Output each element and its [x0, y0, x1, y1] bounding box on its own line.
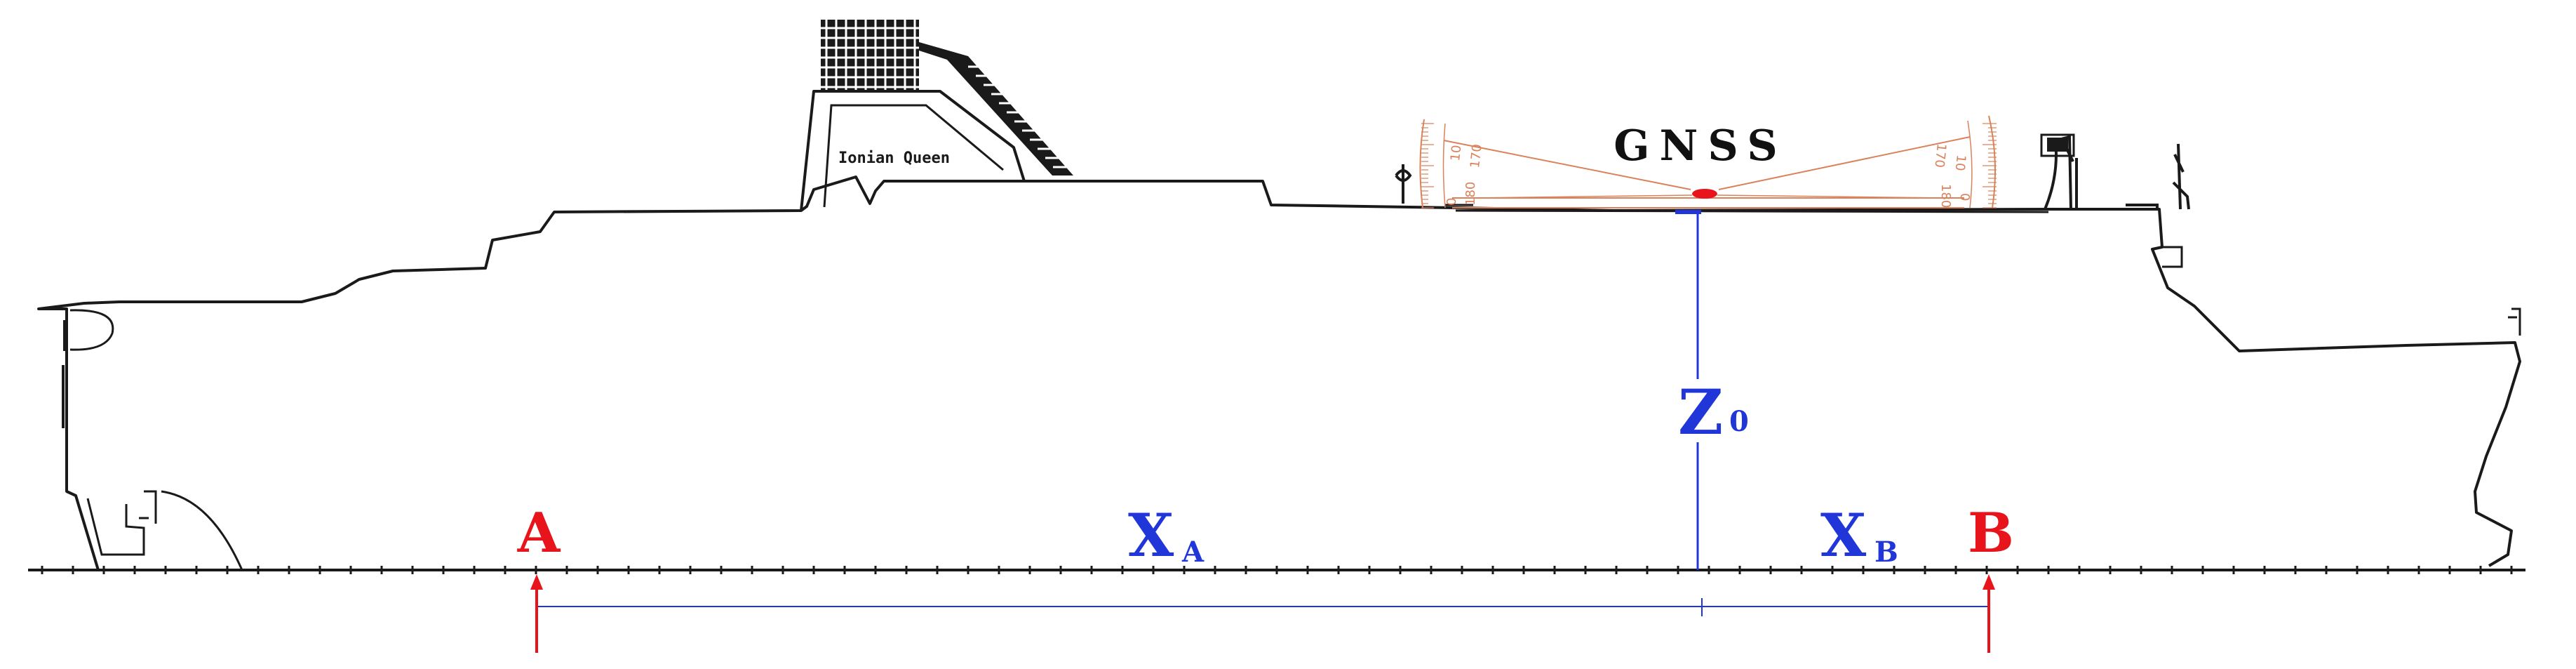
protractor-left-0: 0: [1444, 198, 1459, 206]
z0-label: Z: [1678, 376, 1723, 449]
arrow-b: [1983, 574, 1995, 653]
arrow-a: [530, 574, 543, 653]
ship-hull-outline: [37, 175, 2521, 571]
protractor-left-180: 180: [1463, 182, 1478, 206]
gnss-label: GNSS: [1614, 121, 1787, 171]
gnss-antenna: [1692, 189, 1717, 199]
aft-mast-icon: [1395, 164, 1412, 204]
gnss-protractor: [1419, 115, 1997, 208]
protractor-right-170: 170: [1931, 143, 1948, 168]
protractor-left-170: 170: [1468, 143, 1484, 168]
xb-subscript: B: [1874, 536, 1898, 569]
bow-flagstaff: [2508, 307, 2521, 336]
protractor-right-180: 180: [1938, 184, 1953, 208]
xa-subscript: A: [1181, 536, 1205, 569]
ship-name: Ionian Queen: [838, 150, 950, 167]
point-a-label: A: [517, 501, 561, 565]
stern-bulge: [69, 309, 114, 351]
z0-subscript: 0: [1729, 405, 1749, 438]
funnel-stripe-lines: [968, 65, 1081, 168]
point-b-label: B: [1968, 501, 2014, 565]
funnel: [800, 90, 1026, 211]
stern-transom: [62, 309, 68, 449]
protractor-right-0: 0: [1957, 193, 1972, 201]
funnel-inner: [823, 104, 1004, 208]
protractor-right-10: 10: [1952, 154, 1968, 171]
xa-label: X: [1128, 501, 1174, 570]
xb-label: X: [1820, 501, 1867, 570]
funnel-stripes: [919, 42, 1073, 175]
rudder: [86, 490, 243, 571]
bridge-wing-detail: [2047, 138, 2068, 152]
main-deck-line: [1445, 204, 2049, 213]
bow-deckhouse: [2162, 246, 2183, 268]
baseline-ticks: [41, 566, 2513, 574]
funnel-grid: [821, 20, 919, 90]
z0-label-backdrop: [1673, 379, 1757, 442]
protractor-left-10: 10: [1448, 145, 1464, 162]
bridge-wing: [2040, 133, 2075, 157]
bow-mast: [2126, 143, 2190, 210]
